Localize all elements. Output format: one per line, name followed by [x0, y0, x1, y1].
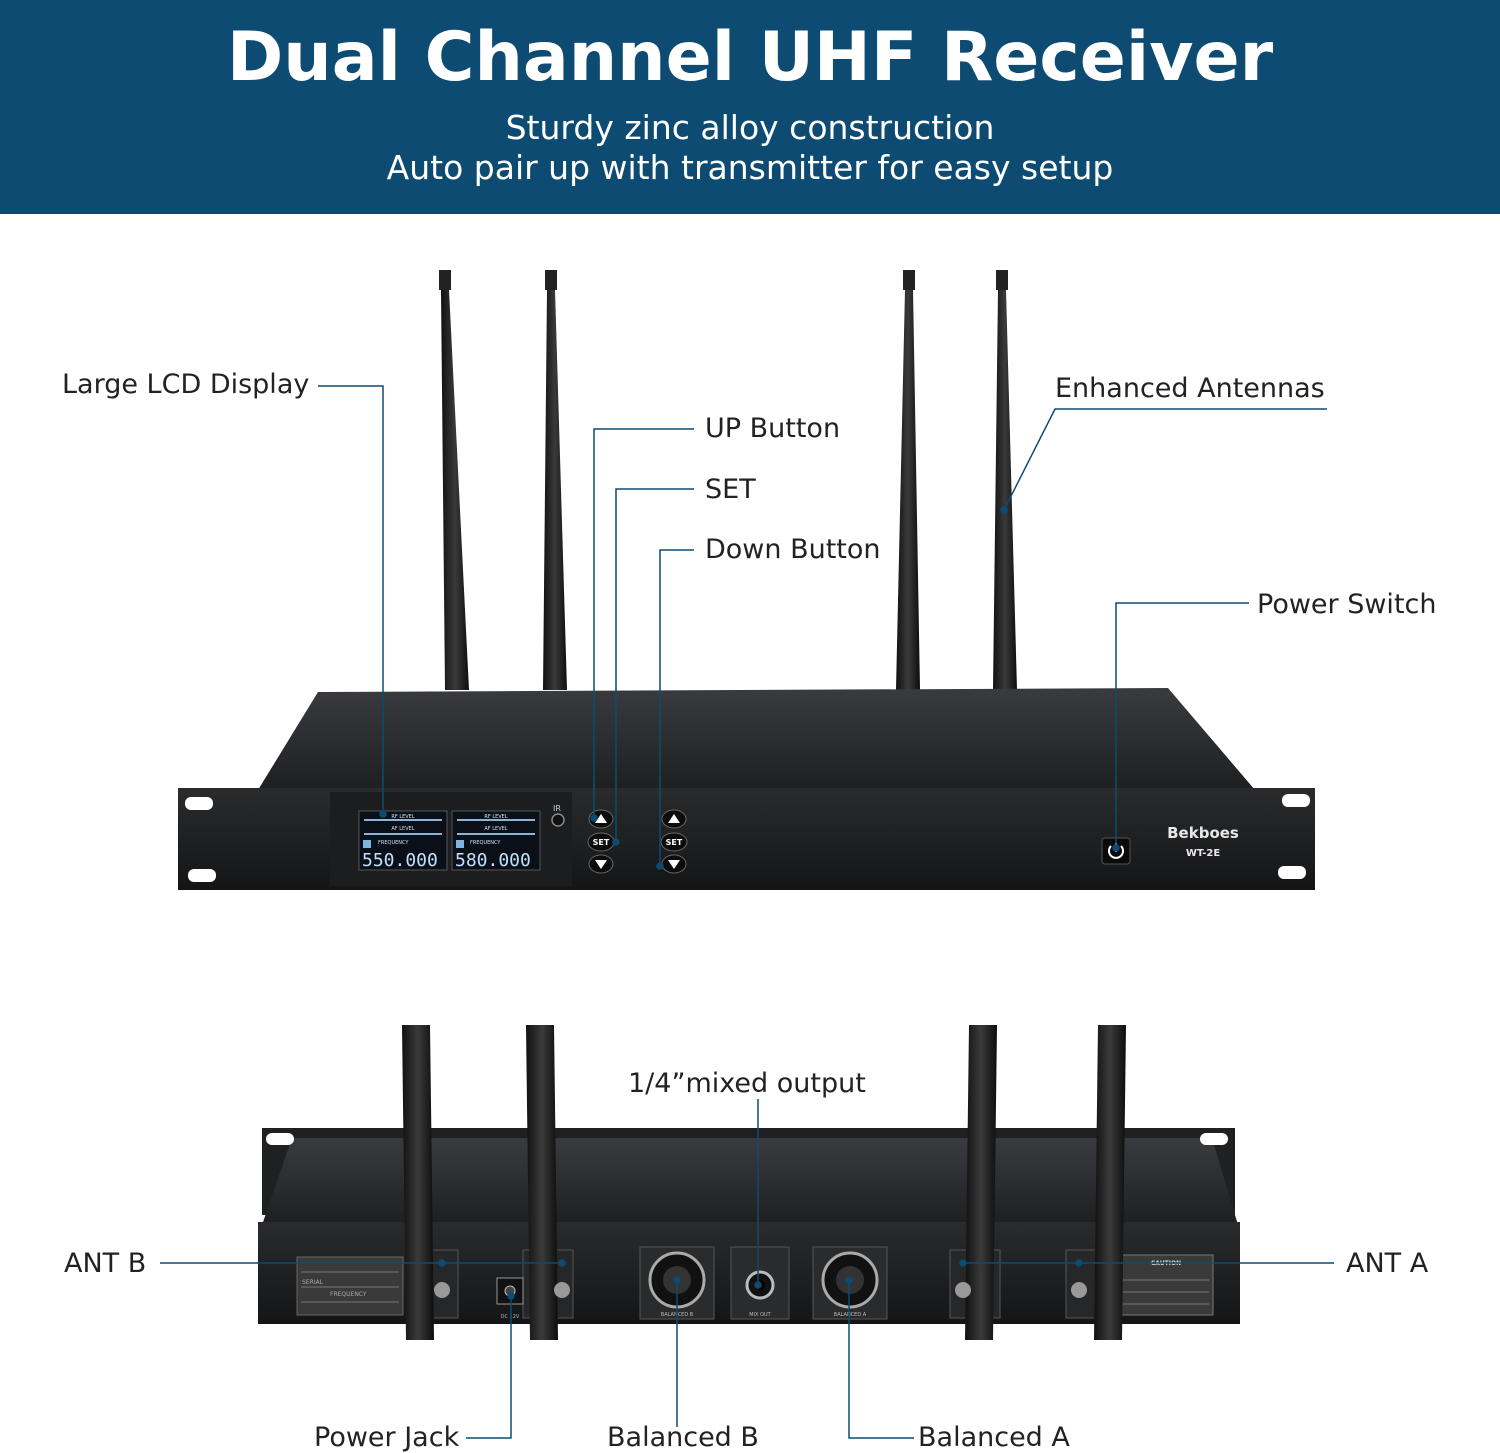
- lcd-a-af-label: AF LEVEL: [391, 826, 414, 832]
- lcd-display: RF LEVEL AF LEVEL FREQUENCY 550.000 RF L…: [358, 810, 541, 871]
- label-power-jack: Power Jack: [314, 1422, 460, 1453]
- subtitle-line-1: Sturdy zinc alloy construction: [505, 108, 995, 147]
- lcd-b-frequency: 580.000: [455, 850, 531, 871]
- label-up-button: UP Button: [705, 413, 841, 444]
- label-power-switch: Power Switch: [1257, 589, 1437, 620]
- lcd-a-rf-label: RF LEVEL: [391, 814, 414, 820]
- set-button-label: SET: [593, 838, 610, 847]
- label-down-button: Down Button: [705, 534, 881, 565]
- label-ant-b: ANT B: [64, 1248, 147, 1279]
- label-enhanced-antennas: Enhanced Antennas: [1055, 373, 1325, 404]
- label-large-lcd-display: Large LCD Display: [62, 369, 310, 400]
- serial-label: SERIAL: [302, 1279, 324, 1286]
- lcd-a-frequency: 550.000: [362, 850, 438, 871]
- model-label: WT-2E: [1186, 848, 1220, 859]
- rear-antennas: [402, 1025, 1126, 1340]
- header-banner: [0, 0, 1500, 214]
- label-set: SET: [705, 474, 756, 505]
- lcd-b-af-label: AF LEVEL: [484, 826, 507, 832]
- label-ant-a: ANT A: [1346, 1248, 1429, 1279]
- ir-sensor: [551, 813, 565, 827]
- label-balanced-a: Balanced A: [918, 1422, 1070, 1453]
- subtitle-line-2: Auto pair up with transmitter for easy s…: [386, 148, 1114, 187]
- down-arrow-icon: [668, 860, 680, 869]
- brand-logo: Bekboes: [1167, 824, 1239, 842]
- callout-lines: [160, 385, 1334, 1439]
- down-arrow-icon: [595, 860, 607, 869]
- up-arrow-icon: [595, 814, 607, 823]
- set-button-label: SET: [666, 838, 683, 847]
- channel-b-buttons[interactable]: SET: [660, 809, 688, 874]
- lcd-b-freq-label: FREQUENCY: [470, 840, 501, 846]
- lcd-b-rf-label: RF LEVEL: [484, 814, 507, 820]
- front-chassis-top: [258, 688, 1255, 790]
- mix-out-tag: MIX OUT: [749, 1312, 771, 1318]
- ir-label: IR: [553, 804, 561, 813]
- label-balanced-b: Balanced B: [607, 1422, 759, 1453]
- page-title: Dual Channel UHF Receiver: [226, 18, 1274, 97]
- lcd-a-freq-label: FREQUENCY: [378, 840, 409, 846]
- balanced-a-tag: BALANCED A: [834, 1312, 867, 1318]
- up-arrow-icon: [668, 814, 680, 823]
- front-antennas: [439, 270, 1017, 690]
- label-mixed-output: 1/4”mixed output: [628, 1068, 866, 1099]
- frequency-label: FREQUENCY: [330, 1291, 367, 1298]
- front-unit: RF LEVEL AF LEVEL FREQUENCY 550.000 RF L…: [178, 270, 1315, 890]
